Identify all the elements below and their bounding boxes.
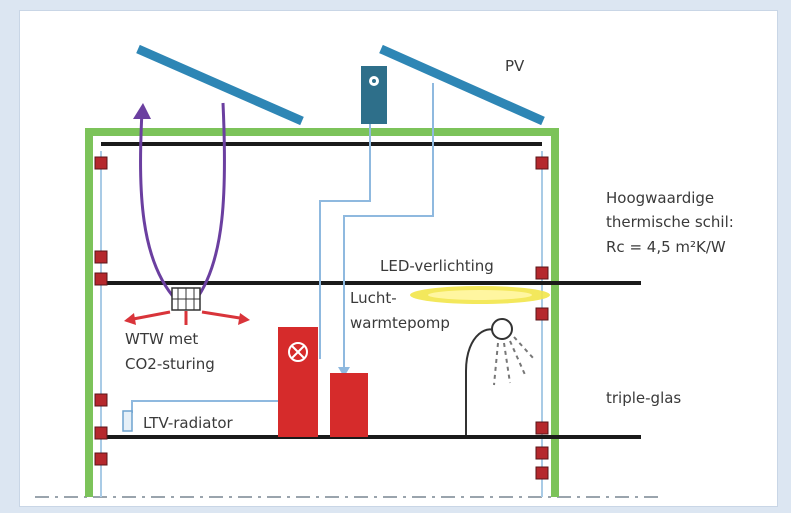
fan-unit-icon [171,287,201,311]
diagram-panel: PV Hoogwaardige thermische schil: Rc = 4… [19,10,778,507]
lamp-cross-icon [288,342,308,362]
shell-label-line3: Rc = 4,5 m²K/W [606,238,726,256]
house-energy-diagram [35,44,660,498]
heatpump-pipe-1 [319,124,371,359]
shower-head-icon [465,318,535,435]
supply-arrow-left [127,310,171,322]
heatpump-pipe-2 [343,83,434,373]
hot-water-tank [330,373,368,437]
pipe-arrowhead [338,367,350,377]
outdoor-unit-icon [361,66,387,124]
supply-arrow-right [201,310,247,321]
pv-label: PV [505,57,525,75]
ventilation-exhaust-flow [139,110,179,303]
radiator-pipe [131,400,278,413]
wtw-label-line2: CO2-sturing [125,355,215,373]
heatpump-label-line2: warmtepomp [350,314,450,332]
thermal-bridge-blocks [94,156,549,480]
exhaust-arrowhead [133,103,151,119]
triple-glass-label: triple-glas [606,389,682,407]
pv-panel-right [379,44,545,126]
shell-label-line1: Hoogwaardige [606,189,715,207]
ventilation-intake-flow [193,102,227,302]
wtw-label-line1: WTW met [125,330,199,348]
pv-panel-left [136,44,304,126]
thermal-shell [85,128,559,497]
led-label: LED-verlichting [380,257,494,275]
shell-label-line2: thermische schil: [606,213,734,231]
heatpump-label-line1: Lucht- [350,289,397,307]
ltv-radiator-label: LTV-radiator [143,414,233,432]
radiator-icon [122,410,133,432]
